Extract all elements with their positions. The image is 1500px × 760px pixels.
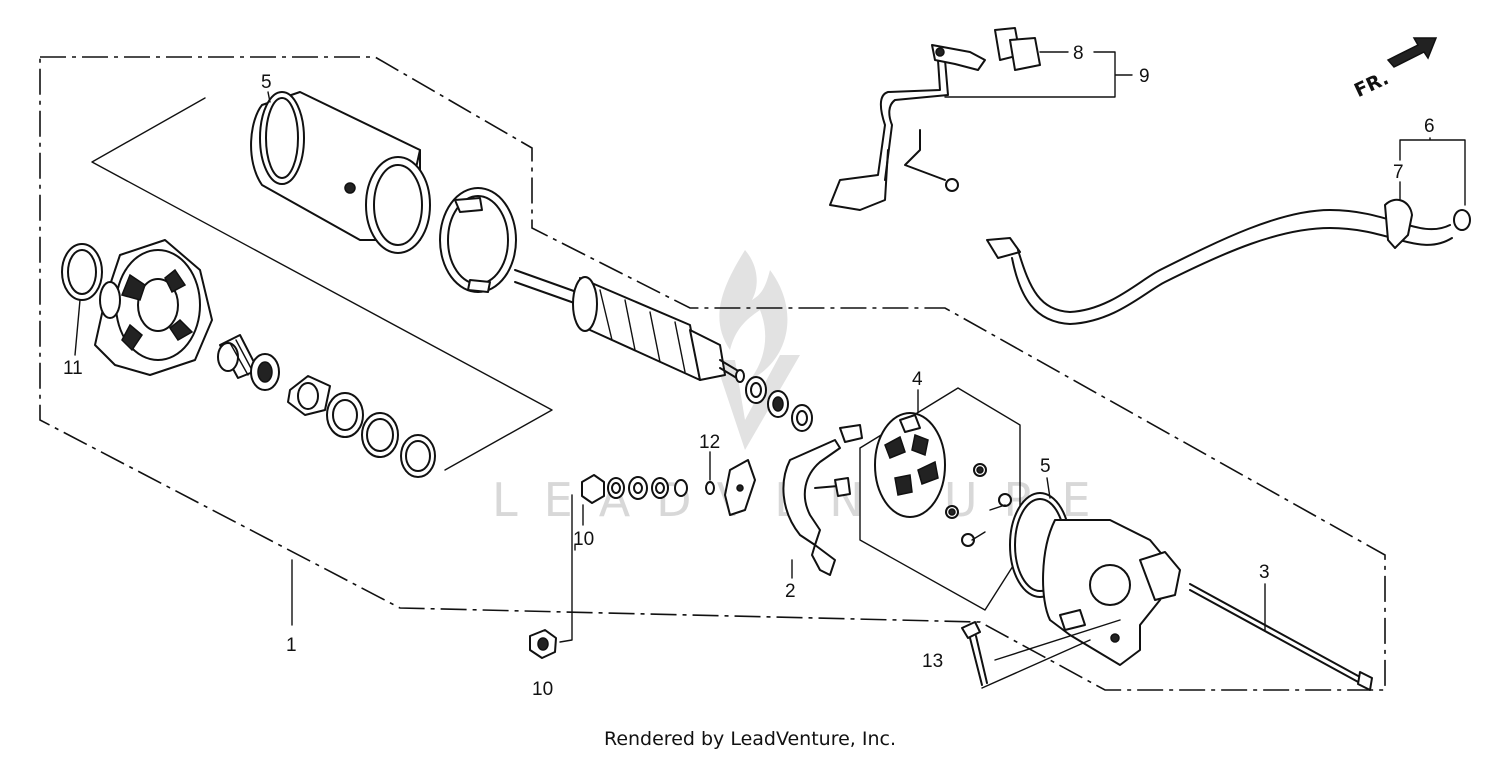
- leader-13: [981, 619, 1121, 689]
- rear-cover: [1042, 519, 1181, 666]
- needle-bearing: [217, 334, 259, 379]
- front-cover-kit-outline: [91, 97, 553, 471]
- thrust-washer-c: [400, 434, 436, 478]
- callout-13: 13: [922, 651, 943, 672]
- callout-8: 8: [1073, 43, 1084, 64]
- insulator: [724, 459, 756, 516]
- thrust-washer-b: [361, 412, 399, 458]
- front-direction-indicator: FR.: [1351, 37, 1438, 102]
- nut-10a: [529, 629, 557, 659]
- seal: [250, 353, 280, 391]
- leader-11: [74, 299, 81, 356]
- magnet-holder: [439, 187, 517, 293]
- callout-6: 6: [1424, 116, 1435, 137]
- callout-10a: 10: [573, 529, 594, 550]
- callout-2: 2: [785, 581, 796, 602]
- through-bolt-3: [1189, 583, 1373, 691]
- callout-7: 7: [1393, 162, 1404, 183]
- callout-5a: 5: [261, 72, 272, 93]
- motor-yoke: [250, 91, 431, 254]
- armature: [514, 269, 745, 383]
- callout-12: 12: [699, 432, 720, 453]
- brush-plate-2: [782, 424, 863, 576]
- leader-6-7: [1399, 137, 1466, 206]
- callout-5b: 5: [1040, 456, 1051, 477]
- leader-5b: [1046, 477, 1051, 499]
- ground-cable-6: [986, 198, 1471, 325]
- leader-5a: [267, 91, 271, 103]
- assembly-1-outline: [39, 56, 1386, 691]
- starter-cable-9: [829, 27, 1041, 211]
- front-cover: [94, 239, 213, 376]
- footer-credit: Rendered by LeadVenture, Inc.: [603, 728, 897, 750]
- callout-10b: 10: [532, 679, 553, 700]
- callout-4: 4: [912, 369, 923, 390]
- leader-9: [944, 51, 1133, 98]
- terminal-hardware: [581, 474, 715, 504]
- front-direction-label: FR.: [1351, 67, 1392, 102]
- callout-9: 9: [1139, 66, 1150, 87]
- callout-1: 1: [286, 635, 297, 656]
- armature-washers: [745, 376, 813, 432]
- bolt-13: [961, 621, 988, 686]
- brushes-springs: [945, 463, 1012, 547]
- brush-holder-4: [874, 412, 946, 518]
- leader-10: [559, 494, 573, 643]
- callout-3: 3: [1259, 562, 1270, 583]
- callout-11: 11: [63, 358, 83, 379]
- lock-washer: [287, 375, 331, 416]
- thrust-washer-a: [326, 392, 364, 438]
- o-ring-11: [61, 243, 103, 301]
